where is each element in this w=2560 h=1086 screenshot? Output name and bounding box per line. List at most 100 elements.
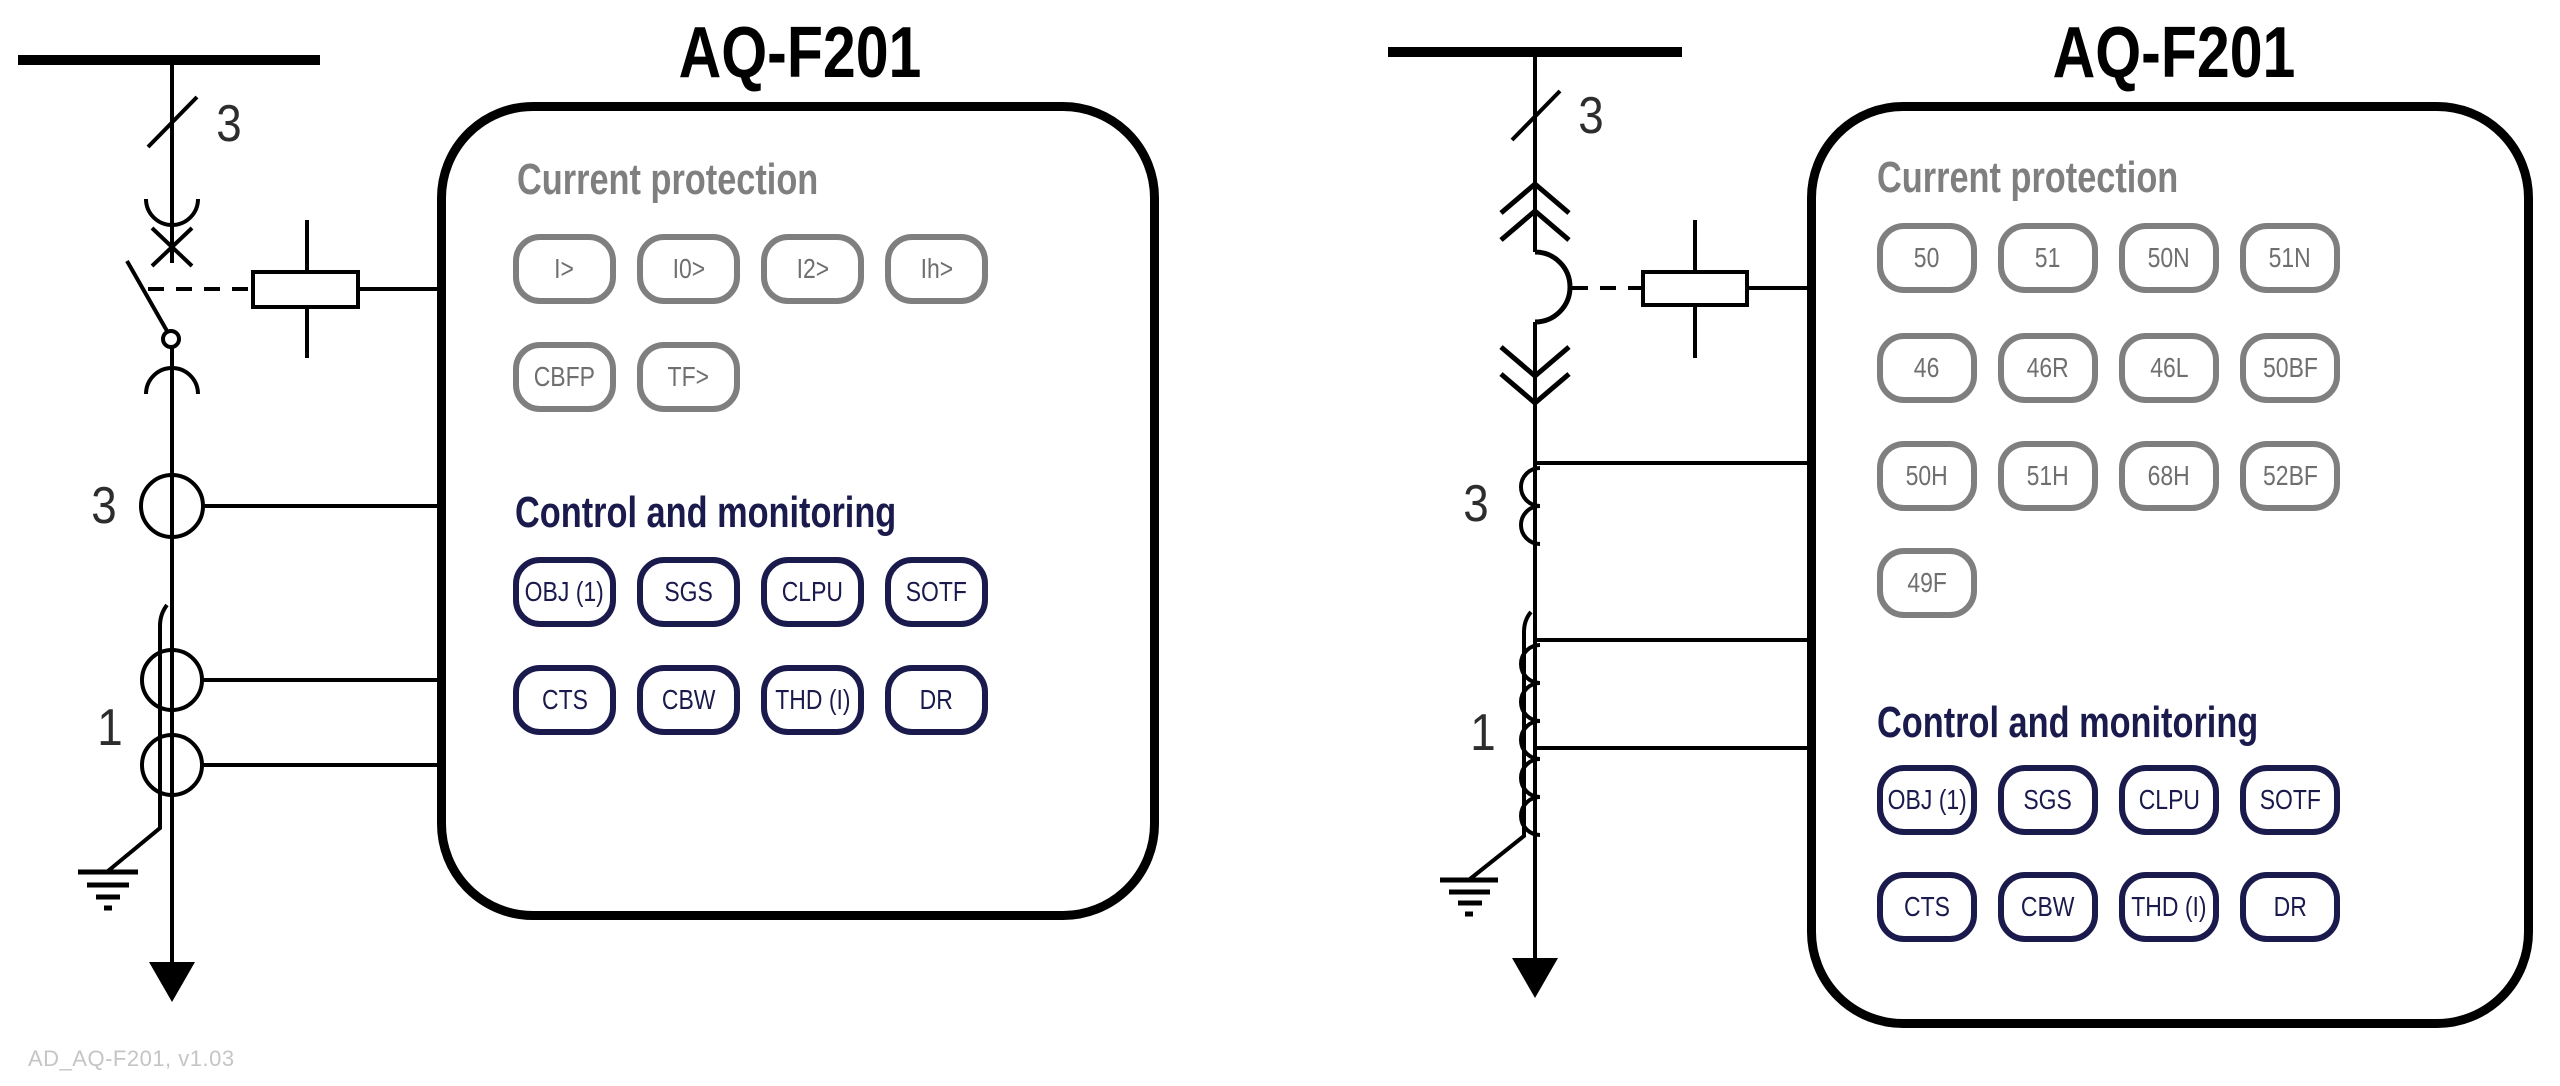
control-function-pill: CLPU	[2119, 765, 2219, 835]
right-relay-function-box: Current protection 50 51 50N 51N 46 46R …	[1807, 102, 2533, 1028]
protection-function-pill: 52BF	[2240, 441, 2340, 511]
pill-label: 68H	[2147, 460, 2191, 491]
right-relay-title: AQ-F201	[2052, 13, 2296, 93]
control-function-pill: CTS	[513, 665, 616, 735]
pill-label: I>	[554, 253, 575, 284]
pill-label: DR	[919, 684, 954, 715]
pill-label: OBJ (1)	[1887, 784, 1967, 815]
pill-row: OBJ (1) SGS CLPU SOTF	[513, 557, 988, 627]
control-function-pill: DR	[2240, 872, 2340, 942]
protection-function-pill: 50	[1877, 223, 1977, 293]
pill-label: CTS	[541, 684, 588, 715]
pill-label: Ih>	[920, 253, 953, 284]
protection-function-pill: 50N	[2119, 223, 2219, 293]
pill-label: 50	[1914, 242, 1940, 273]
pill-label: 50N	[2147, 242, 2191, 273]
pill-row: I> I0> I2> Ih>	[513, 234, 988, 304]
pill-label: 50H	[1905, 460, 1949, 491]
right-feeder-diagram	[1388, 47, 1807, 998]
protection-function-pill: I2>	[761, 234, 864, 304]
right-ring-ct-count: 1	[1470, 704, 1496, 762]
pill-label: DR	[2273, 891, 2307, 922]
pill-label: 46R	[2026, 352, 2070, 383]
left-relay-title: AQ-F201	[678, 13, 922, 93]
control-function-pill: SGS	[1998, 765, 2098, 835]
protection-function-pill: 51	[1998, 223, 2098, 293]
left-feeder-diagram	[18, 55, 437, 1002]
drawout-chevron-up-icon	[1499, 180, 1571, 242]
pill-label: I0>	[672, 253, 705, 284]
left-phase-ct-count: 3	[91, 477, 117, 535]
control-function-pill: OBJ (1)	[513, 557, 616, 627]
pill-row: 46 46R 46L 50BF	[1877, 333, 2340, 403]
protection-function-pill: 46L	[2119, 333, 2219, 403]
pill-row: 49F	[1877, 548, 1977, 618]
right-phase-ct-count: 3	[1463, 475, 1489, 533]
protection-function-pill: 68H	[2119, 441, 2219, 511]
feeder-arrow-icon	[1512, 958, 1558, 998]
protection-function-pill: Ih>	[885, 234, 988, 304]
right-disconnector-pole-count: 3	[1578, 87, 1604, 145]
breaker-x-icon	[150, 226, 194, 268]
protection-function-pill: I0>	[637, 234, 740, 304]
pill-row: CTS CBW THD (I) DR	[513, 665, 988, 735]
pill-label: 50BF	[2262, 352, 2318, 383]
protection-function-pill: 50H	[1877, 441, 1977, 511]
control-function-pill: CBW	[637, 665, 740, 735]
pill-label: 51	[2035, 242, 2061, 273]
phase-ct-coil-icon	[1519, 466, 1541, 546]
breaker-arc-icon	[1534, 249, 1573, 325]
pill-label: SOTF	[2259, 784, 2321, 815]
section-heading-current-protection: Current protection	[517, 155, 819, 204]
drawout-contact-top-icon	[144, 198, 200, 227]
ct-tap-lines	[1535, 461, 1807, 750]
section-heading-control-monitoring: Control and monitoring	[1877, 698, 2259, 747]
control-function-pill: CBW	[1998, 872, 2098, 942]
pill-label: CBW	[2021, 891, 2075, 922]
pill-label: 49F	[1907, 567, 1947, 598]
pill-label: I2>	[796, 253, 829, 284]
drawout-chevron-down-icon	[1499, 345, 1571, 407]
left-relay-function-box: Current protection I> I0> I2> Ih> CBFP T…	[437, 102, 1159, 920]
pill-label: 52BF	[2262, 460, 2318, 491]
pill-label: SOTF	[905, 576, 968, 607]
pill-label: CBFP	[533, 361, 596, 392]
protection-function-pill: I>	[513, 234, 616, 304]
trip-coil-box	[251, 270, 360, 309]
pill-label: CLPU	[2138, 784, 2200, 815]
ground-icon	[78, 869, 138, 911]
control-function-pill: THD (I)	[2119, 872, 2219, 942]
control-function-pill: SOTF	[885, 557, 988, 627]
pill-label: SGS	[2023, 784, 2073, 815]
trip-coil-box	[1641, 270, 1749, 307]
pill-label: CTS	[1904, 891, 1950, 922]
pill-row: OBJ (1) SGS CLPU SOTF	[1877, 765, 2340, 835]
pill-row: CTS CBW THD (I) DR	[1877, 872, 2340, 942]
control-function-pill: THD (I)	[761, 665, 864, 735]
protection-function-pill: 51H	[1998, 441, 2098, 511]
disconnector-slash-icon	[1510, 89, 1562, 142]
pill-label: 51H	[2026, 460, 2070, 491]
pill-label: 51N	[2268, 242, 2312, 273]
document-version-label: AD_AQ-F201, v1.03	[28, 1046, 235, 1071]
ground-icon	[1440, 877, 1498, 917]
ct-tap-lines	[202, 504, 437, 767]
pill-row: 50 51 50N 51N	[1877, 223, 2340, 293]
cable-sheath-line	[106, 603, 169, 873]
pill-label: SGS	[664, 576, 713, 607]
protection-function-pill: 46	[1877, 333, 1977, 403]
protection-function-pill: 51N	[2240, 223, 2340, 293]
control-function-pill: SOTF	[2240, 765, 2340, 835]
section-heading-control-monitoring: Control and monitoring	[515, 488, 897, 537]
pill-label: THD (I)	[774, 684, 851, 715]
pill-label: THD (I)	[2131, 891, 2207, 922]
control-function-pill: CLPU	[761, 557, 864, 627]
switch-blade-icon	[125, 260, 169, 332]
switch-pivot-icon	[161, 329, 181, 349]
protection-function-pill: 49F	[1877, 548, 1977, 618]
pill-label: TF>	[667, 361, 710, 392]
pill-row: 50H 51H 68H 52BF	[1877, 441, 2340, 511]
pill-row: CBFP TF>	[513, 342, 740, 412]
cable-sheath-line	[1468, 610, 1533, 881]
